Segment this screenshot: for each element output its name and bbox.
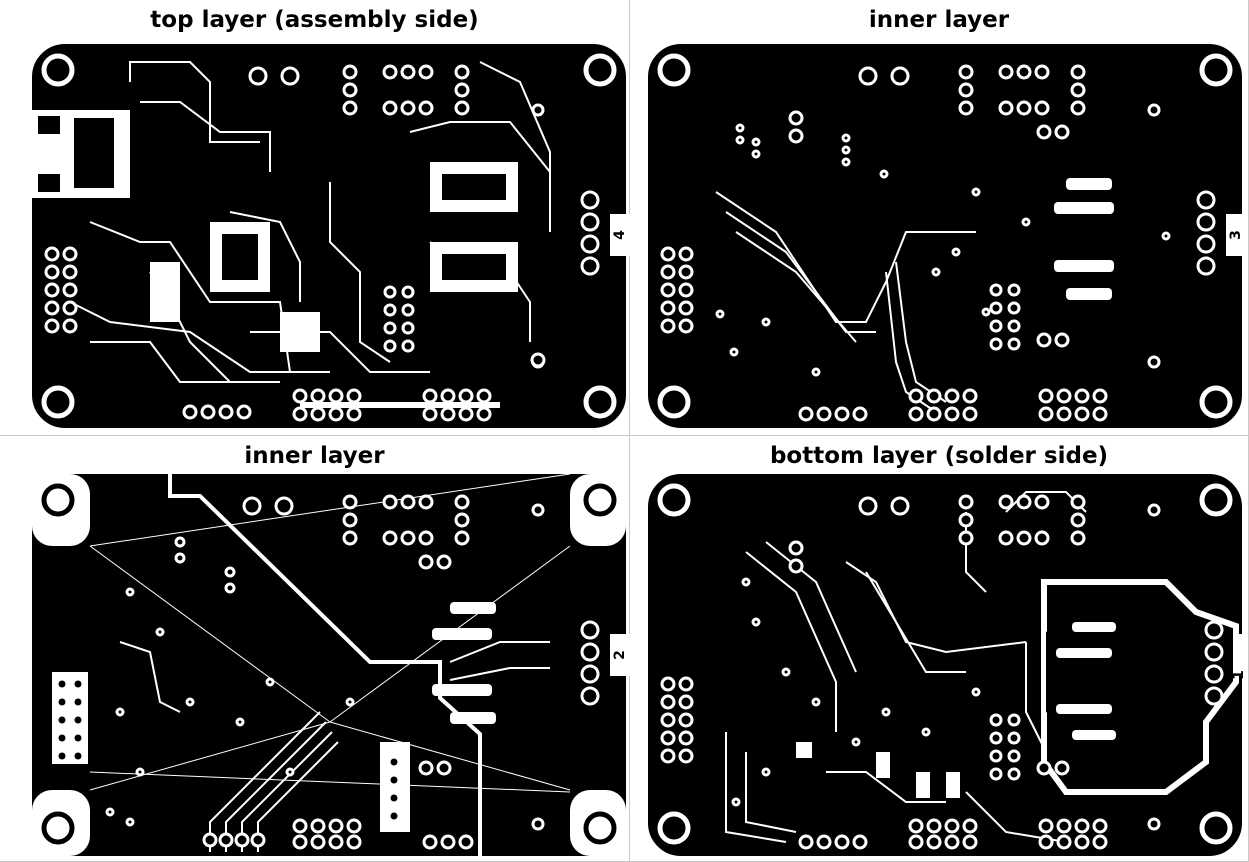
panel-title: bottom layer (solder side) <box>769 443 1109 469</box>
panel-inner-layer-3: inner layer <box>630 0 1249 436</box>
panel-title: inner layer <box>244 443 385 469</box>
pcb-board-inner-layer-3 <box>646 42 1246 432</box>
layer-number-label: 1 <box>1231 670 1247 680</box>
panel-title: inner layer <box>868 7 1010 33</box>
panel-top-layer: top layer (assembly side) <box>0 0 630 436</box>
panel-inner-layer-2: inner layer <box>0 436 630 862</box>
pcb-board-bottom-layer <box>646 472 1246 860</box>
panel-bottom-layer: bottom layer (solder side) <box>630 436 1249 862</box>
layer-number-label: 3 <box>1228 230 1244 240</box>
pcb-board-inner-layer-2 <box>30 472 630 860</box>
pcb-board-top-layer <box>30 42 630 432</box>
panel-title: top layer (assembly side) <box>150 7 479 33</box>
